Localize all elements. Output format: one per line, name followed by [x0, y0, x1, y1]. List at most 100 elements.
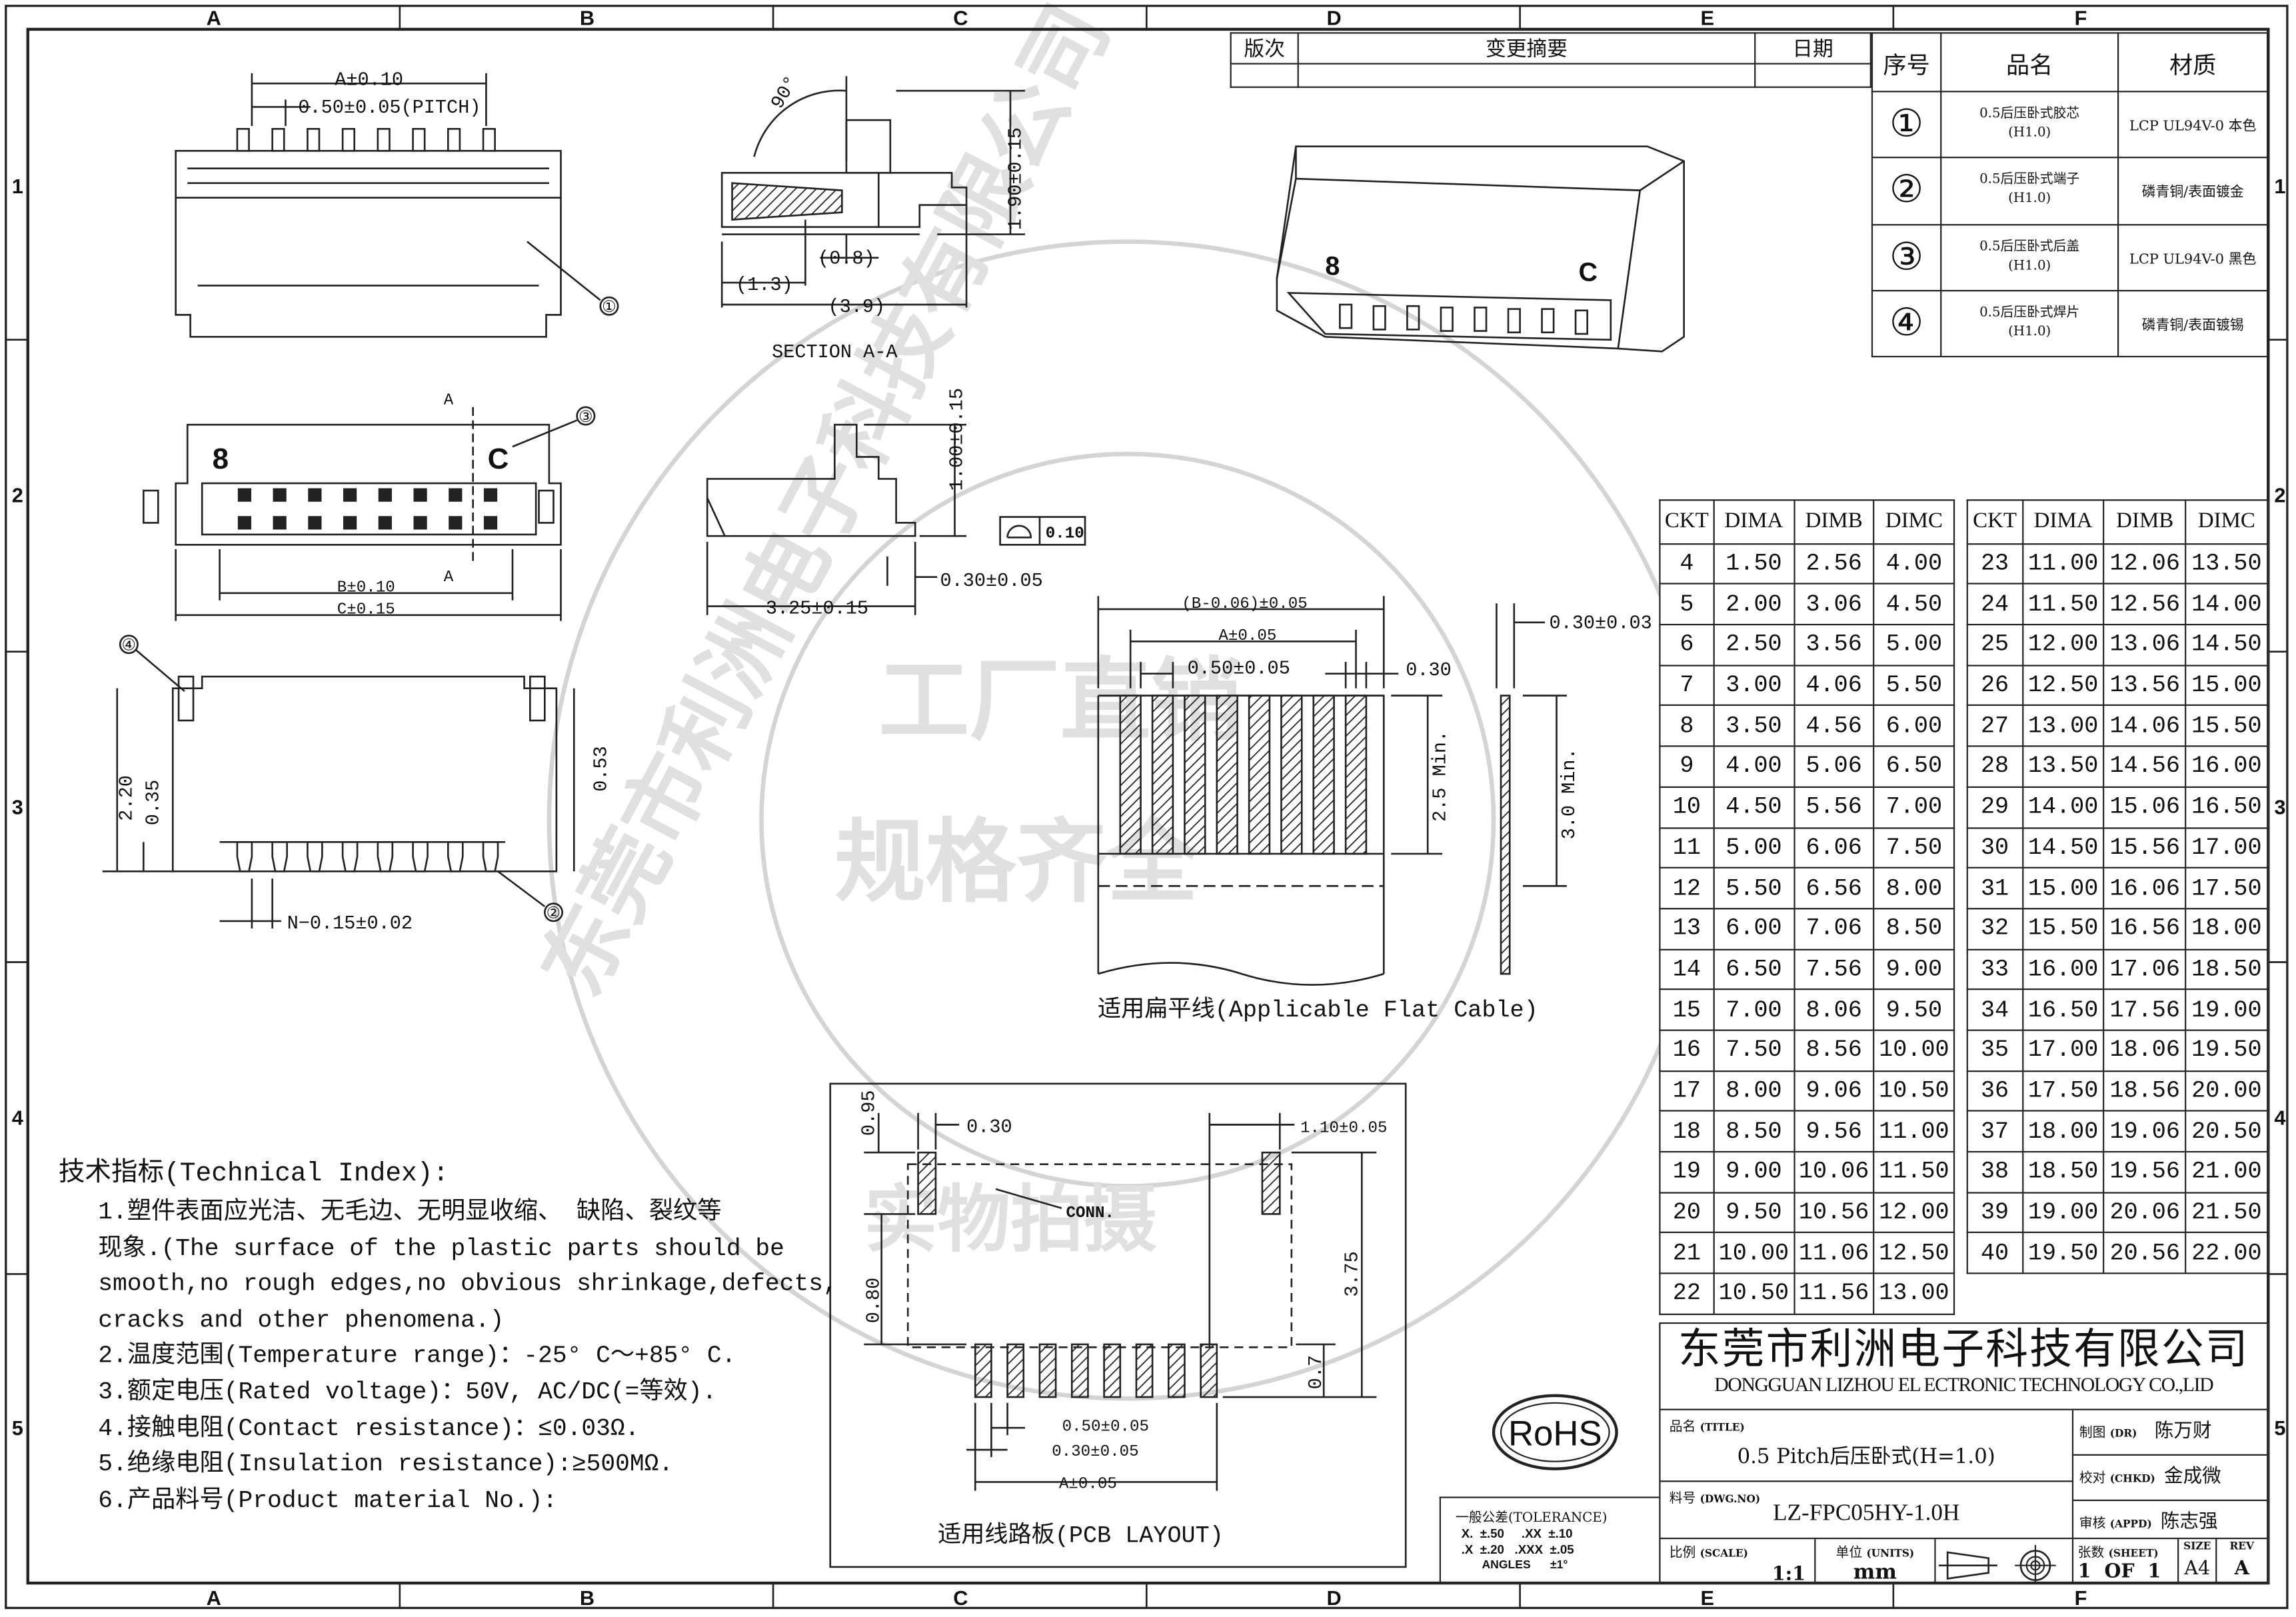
svg-text:E: E	[1701, 6, 1715, 29]
ckt-cell: 2.00	[1713, 583, 1795, 626]
svg-text:C: C	[488, 443, 509, 475]
ckt-cell: 27	[1966, 705, 2023, 747]
flat-cable-view	[1097, 596, 1567, 986]
svg-text:A: A	[207, 6, 221, 29]
ckt-cell: 1.50	[1713, 543, 1795, 585]
ckt-cell: 17.06	[2103, 948, 2187, 990]
svg-text:0.7: 0.7	[1305, 1355, 1327, 1389]
svg-text:A±0.05: A±0.05	[1059, 1475, 1117, 1493]
ckt-cell: 35	[1966, 1029, 2023, 1072]
ckt-cell: 10.00	[1713, 1232, 1795, 1274]
ckt-cell: 18.56	[2103, 1070, 2187, 1112]
watermark: 工厂直销 规格齐全 实物拍摄 东莞市利洲电子科技有限公司	[523, 0, 1708, 1401]
svg-text:5: 5	[2274, 1416, 2285, 1440]
ckt-cell: 3.56	[1793, 624, 1875, 667]
projection-symbol-icon	[1936, 1539, 2074, 1584]
svg-text:(0.8): (0.8)	[818, 247, 875, 269]
parts-header-material: 材质	[2117, 32, 2269, 93]
ckt-cell: 16	[1659, 1029, 1715, 1072]
sheet-size: A4	[2184, 1558, 2211, 1580]
ckt-header: DIMA	[1713, 499, 1795, 545]
technical-index-item: smooth,no rough edges,no obvious shrinka…	[98, 1270, 838, 1298]
technical-index-item: 2.温度范围(Temperature range)：-25° C～+85° C.	[98, 1342, 736, 1370]
ckt-cell: 5.50	[1873, 664, 1955, 707]
ckt-cell: 11.00	[2021, 543, 2105, 585]
ckt-cell: 6.50	[1713, 948, 1795, 990]
technical-index-item: 4.接触电阻(Contact resistance)：≤0.03Ω.	[98, 1414, 640, 1442]
svg-text:③: ③	[578, 409, 593, 427]
ckt-cell: 16.00	[2185, 745, 2269, 788]
ckt-cell: 16.06	[2103, 867, 2187, 910]
ckt-header: DIMC	[1873, 499, 1955, 545]
drawn-by: 陈万财	[2154, 1420, 2212, 1443]
svg-text:C±0.15: C±0.15	[337, 601, 395, 619]
ckt-cell: 6.06	[1793, 826, 1875, 869]
ckt-cell: 6.50	[1873, 745, 1955, 788]
ckt-cell: 30	[1966, 826, 2023, 869]
ckt-cell: 19.50	[2185, 1029, 2269, 1072]
ckt-cell: 5.00	[1713, 826, 1795, 869]
rev-header-date: 日期	[1754, 32, 1871, 65]
tolerance-line: .X ±.20 .XXX ±.05	[1461, 1542, 1574, 1557]
svg-text:F: F	[2075, 6, 2087, 29]
ckt-cell: 4.56	[1793, 705, 1875, 747]
svg-text:3.75: 3.75	[1342, 1251, 1364, 1297]
svg-text:4: 4	[12, 1106, 23, 1129]
svg-text:N−0.15±0.02: N−0.15±0.02	[287, 912, 413, 934]
ckt-cell: 20	[1659, 1191, 1715, 1234]
technical-index-list: 1.塑件表面应光洁、无毛边、无明显收缩、 缺陷、裂纹等现象.(The surfa…	[98, 1195, 838, 1519]
ckt-cell: 31	[1966, 867, 2023, 910]
svg-text:A±0.10: A±0.10	[335, 69, 403, 91]
ckt-cell: 9.00	[1713, 1150, 1795, 1193]
ckt-cell: 11.06	[1793, 1232, 1875, 1274]
rev-header-version: 版次	[1230, 32, 1299, 65]
ckt-cell: 17.50	[2185, 867, 2269, 910]
ckt-cell: 37	[1966, 1110, 2023, 1153]
ckt-cell: 14.00	[2185, 583, 2269, 626]
ckt-cell: 6.00	[1873, 705, 1955, 747]
ckt-cell: 8.00	[1713, 1070, 1795, 1112]
ckt-cell: 4.06	[1793, 664, 1875, 707]
ckt-cell: 25	[1966, 624, 2023, 667]
ckt-cell: 5.56	[1793, 786, 1875, 828]
company-name-cn: 东莞市利洲电子科技有限公司	[1678, 1324, 2249, 1374]
svg-text:B: B	[580, 6, 594, 29]
ckt-cell: 8.50	[1713, 1110, 1795, 1153]
ckt-cell: 17.00	[2185, 826, 2269, 869]
svg-text:3.25±0.15: 3.25±0.15	[766, 598, 868, 620]
technical-index-item: 3.额定电压(Rated voltage)：50V, AC/DC(=等效).	[98, 1378, 717, 1406]
ckt-cell: 32	[1966, 907, 2023, 950]
ckt-cell: 16.50	[2185, 786, 2269, 828]
ckt-cell: 18	[1659, 1110, 1715, 1153]
ckt-cell: 17.00	[2021, 1029, 2105, 1072]
ckt-cell: 20.56	[2103, 1232, 2187, 1274]
top-view	[142, 406, 596, 621]
ckt-cell: 26	[1966, 664, 2023, 707]
drawing-number: LZ-FPC05HY-1.0H	[1773, 1501, 1960, 1526]
svg-text:C: C	[953, 1586, 968, 1610]
svg-text:0.53: 0.53	[590, 746, 612, 792]
ckt-cell: 14	[1659, 948, 1715, 990]
ckt-header: DIMB	[2103, 499, 2187, 545]
ckt-cell: 19.56	[2103, 1150, 2187, 1193]
svg-text:①: ①	[602, 299, 616, 317]
ckt-cell: 11	[1659, 826, 1715, 869]
svg-text:1.10±0.05: 1.10±0.05	[1300, 1119, 1387, 1137]
svg-text:2: 2	[12, 484, 23, 507]
